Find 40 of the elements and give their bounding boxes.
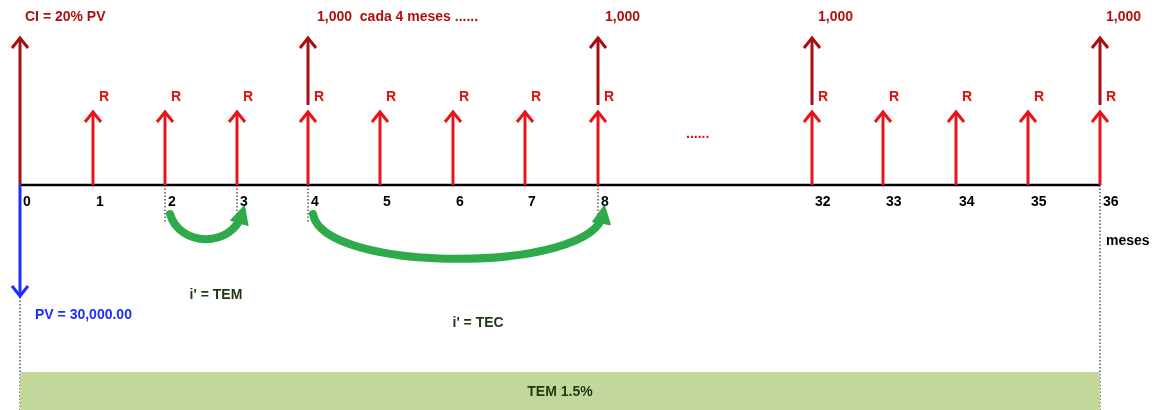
edge-label: i' = TEM <box>189 285 243 303</box>
payment-label: R <box>1106 88 1117 105</box>
payment-label: R <box>889 88 900 105</box>
payment-label: R <box>243 88 254 105</box>
curved-arrow <box>309 205 608 263</box>
unit-label: meses <box>1106 232 1150 249</box>
payment-label: R <box>171 88 182 105</box>
payment-label: R <box>314 88 325 105</box>
payment-label: R <box>962 88 973 105</box>
cash-flow-label: 1,000 <box>605 8 641 25</box>
curved-arrow <box>166 204 248 244</box>
period-number: 36 <box>1103 193 1121 210</box>
period-number: 2 <box>168 193 178 210</box>
period-number: 33 <box>886 193 904 210</box>
cash-flow-label: CI = 20% PV <box>25 8 106 25</box>
cash-flow-label: 1,000 <box>1106 8 1142 25</box>
period-number: 8 <box>601 193 611 210</box>
period-number: 6 <box>456 193 466 210</box>
payment-label: R <box>818 88 829 105</box>
payment-label: R <box>99 88 110 105</box>
payment-label: R <box>386 88 397 105</box>
rate-band: TEM 1.5% <box>20 372 1100 410</box>
period-number: 0 <box>23 193 33 210</box>
cash-flow-label: PV = 30,000.00 <box>35 306 132 323</box>
period-number: 34 <box>959 193 977 210</box>
payment-label: R <box>531 88 542 105</box>
period-number: 35 <box>1031 193 1049 210</box>
ellipsis-text: ...... <box>686 125 710 142</box>
payment-label: R <box>1034 88 1045 105</box>
payment-label: R <box>459 88 470 105</box>
period-number: 5 <box>383 193 393 210</box>
payment-label: R <box>604 88 615 105</box>
period-number: 4 <box>311 193 321 210</box>
period-number: 3 <box>240 193 250 210</box>
edge-label: i' = TEC <box>452 313 504 331</box>
cash-flow-label: 1,000 <box>818 8 854 25</box>
period-number: 7 <box>528 193 538 210</box>
period-number: 32 <box>815 193 833 210</box>
cash-flow-label: 1,000 cada 4 meses ...... <box>317 8 479 25</box>
period-number: 1 <box>96 193 106 210</box>
